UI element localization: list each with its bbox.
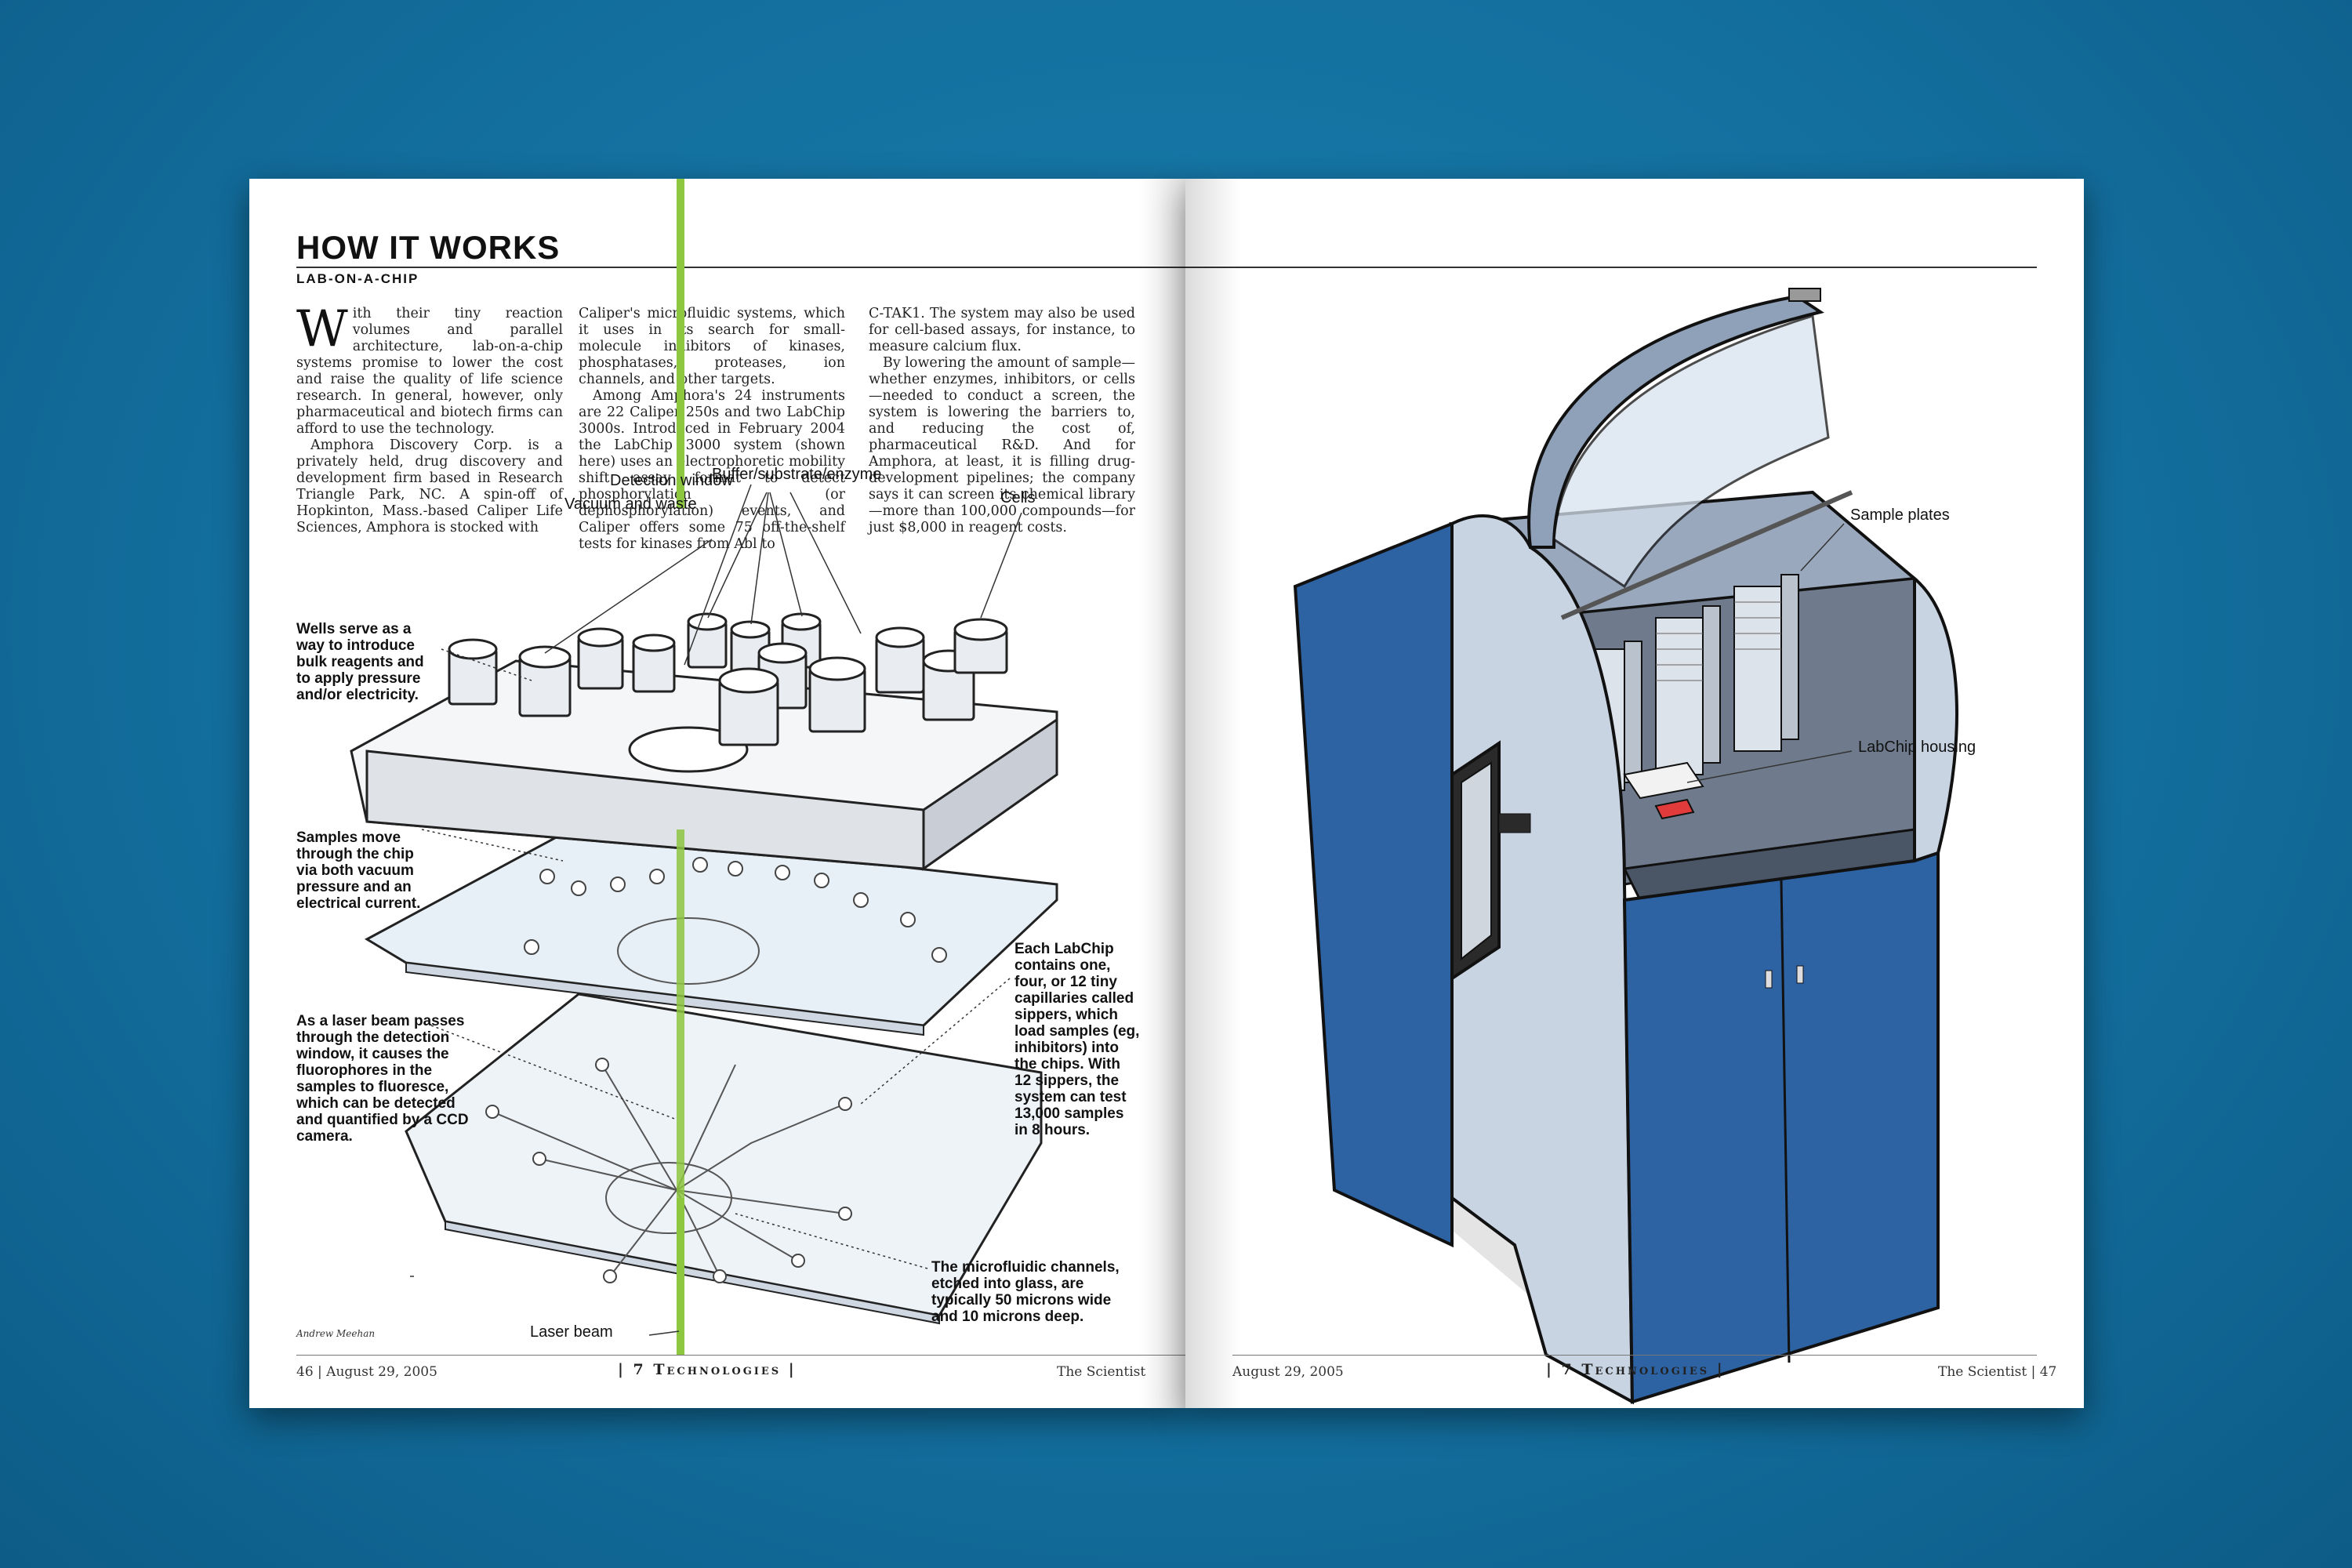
middle-plate-holes [524,857,947,963]
cabinet-door-seam [1780,880,1791,1363]
left-side-panel [1293,521,1454,1248]
laser-beam-middle [677,829,684,1206]
footer-section-title: | 7 Technologies | [618,1361,797,1378]
label-laser-beam: Laser beam [530,1323,613,1341]
well-block-side [922,717,1058,871]
note-labchip-sippers: Each LabChip contains one, four, or 12 t… [1014,941,1140,1138]
label-cells: Cells [1000,489,1036,506]
gutter-shadow-right [1185,179,1240,1408]
labchip-3000-instrument-illustration [1293,288,1958,1405]
detection-window-middle [617,917,760,985]
labchip-red-tag [1654,798,1695,820]
title-rule-right [1185,267,2037,268]
cabinet-handle-right [1796,965,1804,984]
gutter-shadow [1138,179,1185,1408]
column-1-paragraph-1: ith their tiny reaction volumes and para… [296,306,563,437]
detection-window-opening [628,726,749,773]
right-page: Sample plates LabChip housing August 29,… [1185,179,2084,1408]
cabinet-handle-left [1765,970,1773,989]
reagent-wells [448,612,1008,746]
middle-plate-edge [405,961,924,1036]
footer-publication: The Scientist [1057,1364,1146,1380]
illustration-credit: Andrew Meehan [296,1328,376,1339]
lid-window [1552,314,1830,589]
text-column-3: C-TAK1. The system may also be used for … [869,306,1135,536]
note-samples-move: Samples move through the chip via both v… [296,829,421,912]
lid-handle [1788,288,1821,302]
right-frame [1913,575,1958,863]
note-microfluidic-channels: The microfluidic channels, etched into g… [931,1259,1120,1325]
callout-leaders [410,484,1022,1336]
plate-stack-lines [1656,601,1781,681]
lab-on-a-chip-illustration [350,179,1058,1355]
note-wells: Wells serve as a way to introduce bulk r… [296,621,424,703]
label-labchip-housing: LabChip housing [1858,739,1976,756]
page-subtitle: LAB-ON-A-CHIP [296,271,419,286]
title-rule [296,267,1185,268]
labchip-housing [1623,761,1704,800]
note-laser-beam: As a laser beam passes through the detec… [296,1013,469,1145]
instrument-callout-leaders [1686,523,1853,783]
label-vacuum-and-waste: Vacuum and waste [564,495,697,513]
footer-section-title-right: | 7 Technologies | [1546,1361,1725,1378]
footer-date-right: August 29, 2005 [1232,1364,1344,1380]
column-1-paragraph-2: Amphora Discovery Corp. is a privately h… [296,437,563,535]
label-buffer-substrate-enzyme: Buffer/substrate/enzyme [712,466,882,483]
label-detection-window: Detection window [610,472,733,489]
page-title: HOW IT WORKS [296,229,561,266]
column-3-paragraph-2: By lowering the amount of sample—whether… [869,355,1135,535]
detection-window-bottom [605,1162,732,1234]
touchscreen-display [1461,761,1492,961]
callout-dotted-leaders [421,648,1011,1269]
column-2-paragraph-1: Caliper's microfluidic systems, which it… [579,306,845,387]
channel-wells [485,1058,852,1283]
laser-beam-bottom [677,1198,684,1355]
drop-cap: W [296,300,348,358]
monitor-mount [1498,813,1531,833]
laser-beam-top [677,179,684,508]
label-sample-plates: Sample plates [1850,506,1950,524]
lid-frame [1527,294,1824,549]
footer-publication-right: The Scientist | 47 [1938,1364,2057,1380]
front-curved-panel [1450,514,1635,1405]
column-3-paragraph-1: C-TAK1. The system may also be used for … [869,306,1135,354]
middle-glass-plate [364,828,1058,1027]
lid-strut [1560,490,1853,620]
footer-rule [296,1355,1185,1356]
text-column-2: Caliper's microfluidic systems, which it… [579,306,845,553]
bottom-plate-edge [445,1220,940,1325]
footer-page-date: 46 | August 29, 2005 [296,1364,437,1380]
lower-cabinet [1622,851,1940,1404]
footer-rule-right [1232,1355,2037,1356]
column-2-paragraph-2: Among Amphora's 24 instruments are 22 Ca… [579,388,845,552]
